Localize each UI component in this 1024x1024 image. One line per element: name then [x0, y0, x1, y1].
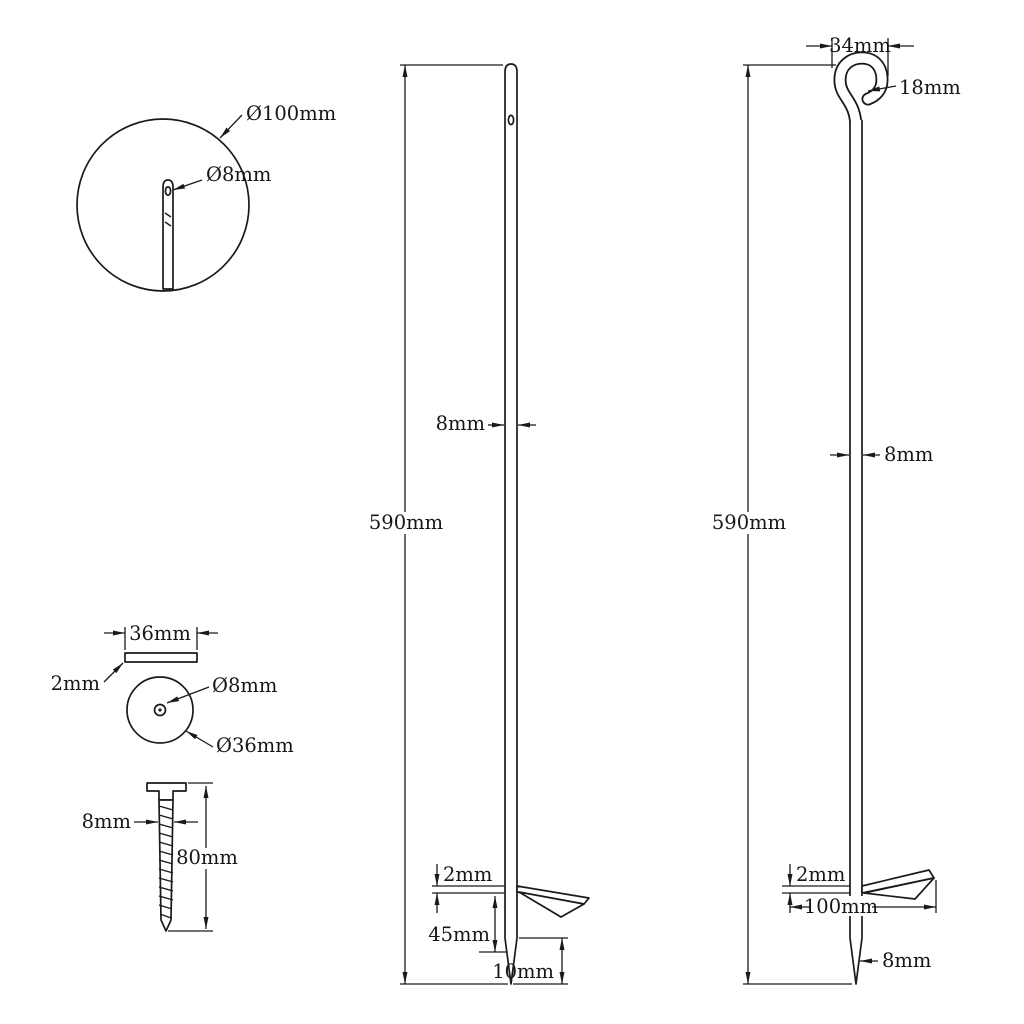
anchor-plain-hole	[507, 114, 515, 126]
dim-label-screw-length: 80mm	[176, 846, 238, 869]
dim-label-anchor-plain-tip-length: 10mm	[492, 960, 554, 983]
dim-label-anchor-hook-tip: 8mm	[882, 949, 931, 972]
dim-label-anchor-hook-shaft-width: 8mm	[884, 443, 933, 466]
leader-hook-opening	[867, 85, 897, 92]
anchor-plain-blade-lower	[518, 891, 585, 918]
label-backing	[810, 896, 872, 916]
leader-washer-outer	[185, 730, 214, 748]
dim-label-screw-diameter: 8mm	[82, 810, 131, 833]
dim-label-anchor-plain-length: 590mm	[369, 511, 443, 534]
dim-label-washer-hole: Ø8mm	[212, 674, 277, 697]
washer-side-view	[124, 652, 198, 663]
dim-label-anchor-hook-width: 34mm	[829, 34, 891, 57]
detail-view: Ø100mm Ø8mm	[76, 102, 336, 292]
ground-anchor-hook: 34mm 18mm 590mm 8mm 2mm 100mm 8mm	[712, 34, 961, 985]
detail-rod-tip	[162, 179, 174, 290]
dim-label-detail-hole: Ø8mm	[206, 163, 271, 186]
dim-label-anchor-hook-opening: 18mm	[899, 76, 961, 99]
leader-washer-hole	[166, 686, 210, 704]
screw-view: 8mm 80mm	[82, 782, 238, 932]
label-backing	[717, 512, 781, 534]
dim-label-anchor-plain-width: 8mm	[436, 412, 485, 435]
anchor-plain-shaft	[504, 63, 518, 985]
screw-head	[146, 782, 187, 801]
leader-washer-thickness	[103, 662, 124, 683]
detail-tick-marks	[164, 212, 172, 227]
dim-label-detail-outer: Ø100mm	[246, 102, 336, 125]
dim-label-anchor-plain-plate-thickness: 2mm	[443, 863, 492, 886]
label-backing	[374, 512, 438, 534]
leader-detail-outer	[219, 114, 243, 139]
dim-label-washer-width: 36mm	[129, 622, 191, 645]
ground-anchor-plain: 590mm 8mm 2mm 45mm 10mm	[369, 63, 590, 985]
label-backing	[178, 848, 236, 869]
washer-views: 36mm 2mm Ø8mm Ø36mm	[51, 622, 294, 757]
dim-label-anchor-hook-length: 590mm	[712, 511, 786, 534]
washer-center-mark	[158, 708, 162, 712]
anchor-hook-loop	[835, 53, 887, 133]
screw-shaft	[158, 799, 174, 932]
dim-label-anchor-plain-plate-to-tip: 45mm	[428, 923, 490, 946]
anchor-hook-shaft	[849, 120, 863, 985]
detail-hole	[164, 185, 172, 197]
dim-label-washer-outer: Ø36mm	[216, 734, 294, 757]
leader-detail-hole	[172, 179, 203, 191]
dim-label-washer-thickness: 2mm	[51, 672, 100, 695]
anchor-hook-blade-lower	[863, 877, 935, 900]
dim-label-anchor-hook-plate-thickness: 2mm	[796, 863, 845, 886]
screw-threads	[158, 805, 174, 919]
dim-label-anchor-hook-plate-diameter: 100mm	[804, 895, 878, 918]
